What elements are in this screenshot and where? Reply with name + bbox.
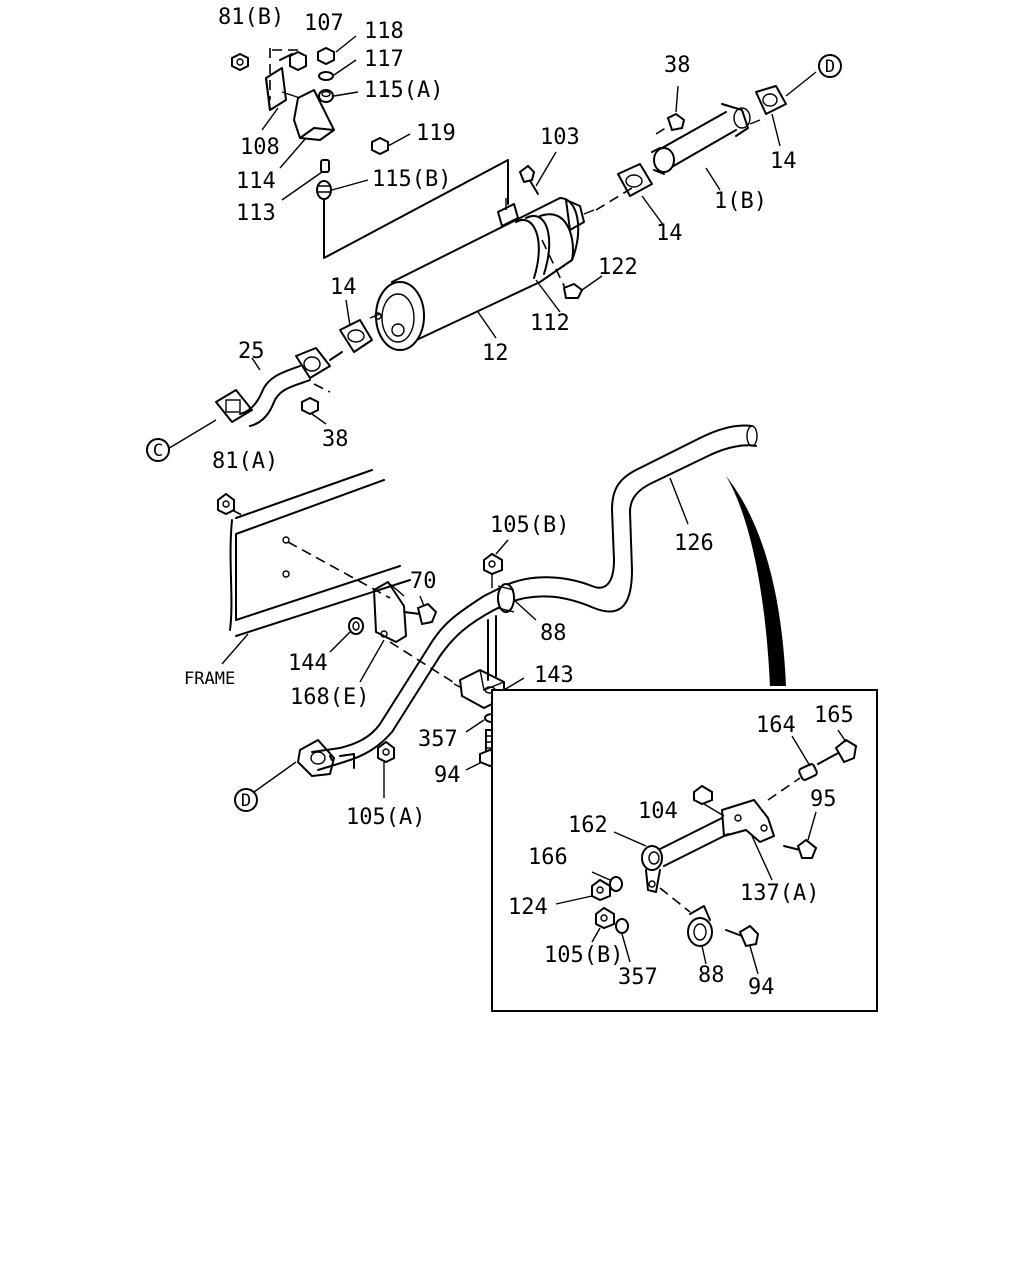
label-14-right: 14 — [770, 149, 797, 174]
pipe-1b — [595, 71, 817, 227]
label-81a: 81(A) — [212, 449, 278, 474]
nut-81b-icon — [231, 52, 249, 72]
washer-117-icon — [318, 71, 334, 81]
label-25: 25 — [238, 339, 265, 364]
label-112: 112 — [530, 311, 570, 336]
label-114: 114 — [236, 169, 276, 194]
label-122: 122 — [598, 255, 638, 280]
label-137a: 137(A) — [740, 881, 819, 906]
label-12: 12 — [482, 341, 509, 366]
label-108: 108 — [240, 135, 280, 160]
tail-pipe-126 — [253, 424, 786, 798]
hanger-bracket-assembly — [231, 35, 411, 201]
label-165: 165 — [814, 703, 854, 728]
bushing-115a-icon — [318, 89, 334, 103]
label-144: 144 — [288, 651, 328, 676]
collar-113-icon — [320, 159, 330, 173]
label-357: 357 — [418, 727, 458, 752]
bolt-107-icon — [279, 50, 307, 72]
pipe-25 — [165, 299, 373, 451]
label-162: 162 — [568, 813, 608, 838]
label-124: 124 — [508, 895, 548, 920]
connector-d-bottom: D — [234, 788, 258, 812]
label-88-detail: 88 — [698, 963, 725, 988]
label-81b: 81(B) — [218, 5, 284, 30]
frame-rail — [221, 469, 411, 665]
label-107: 107 — [304, 11, 344, 36]
label-117: 117 — [364, 47, 404, 72]
nut-118-icon — [317, 46, 335, 66]
label-166: 166 — [528, 845, 568, 870]
label-94: 94 — [434, 763, 461, 788]
nut-119-icon — [371, 136, 389, 156]
muffler-12 — [369, 151, 603, 351]
label-38-left: 38 — [322, 427, 349, 452]
label-143: 143 — [534, 663, 574, 688]
label-104: 104 — [638, 799, 678, 824]
label-14-mid: 14 — [656, 221, 683, 246]
label-105b-detail: 105(B) — [544, 943, 623, 968]
bracket-168e — [329, 581, 457, 685]
label-70: 70 — [410, 569, 437, 594]
label-14-left: 14 — [330, 275, 357, 300]
connector-d-top-label: D — [825, 57, 835, 77]
label-94-detail: 94 — [748, 975, 775, 1000]
nut-81a-icon — [217, 492, 245, 517]
label-95: 95 — [810, 787, 837, 812]
label-105b: 105(B) — [490, 513, 569, 538]
label-164: 164 — [756, 713, 796, 738]
label-119: 119 — [416, 121, 456, 146]
connector-c: C — [146, 438, 170, 462]
label-38-top: 38 — [664, 53, 691, 78]
label-118: 118 — [364, 19, 404, 44]
label-115a: 115(A) — [364, 78, 443, 103]
label-105a: 105(A) — [346, 805, 425, 830]
detail-box — [491, 689, 878, 1012]
label-103: 103 — [540, 125, 580, 150]
label-115b: 115(B) — [372, 167, 451, 192]
label-168e: 168(E) — [290, 685, 369, 710]
label-88: 88 — [540, 621, 567, 646]
label-frame: FRAME — [184, 669, 235, 689]
label-126: 126 — [674, 531, 714, 556]
connector-d-bottom-label: D — [241, 791, 251, 811]
connector-d-top: D — [818, 54, 842, 78]
bushing-115b-icon — [316, 180, 332, 200]
connector-c-label: C — [153, 441, 163, 461]
label-1b: 1(B) — [714, 189, 767, 214]
part-labels: 81(B) 107 118 117 115(A) 108 119 114 115… — [184, 5, 854, 1000]
label-113: 113 — [236, 201, 276, 226]
label-357-detail: 357 — [618, 965, 658, 990]
